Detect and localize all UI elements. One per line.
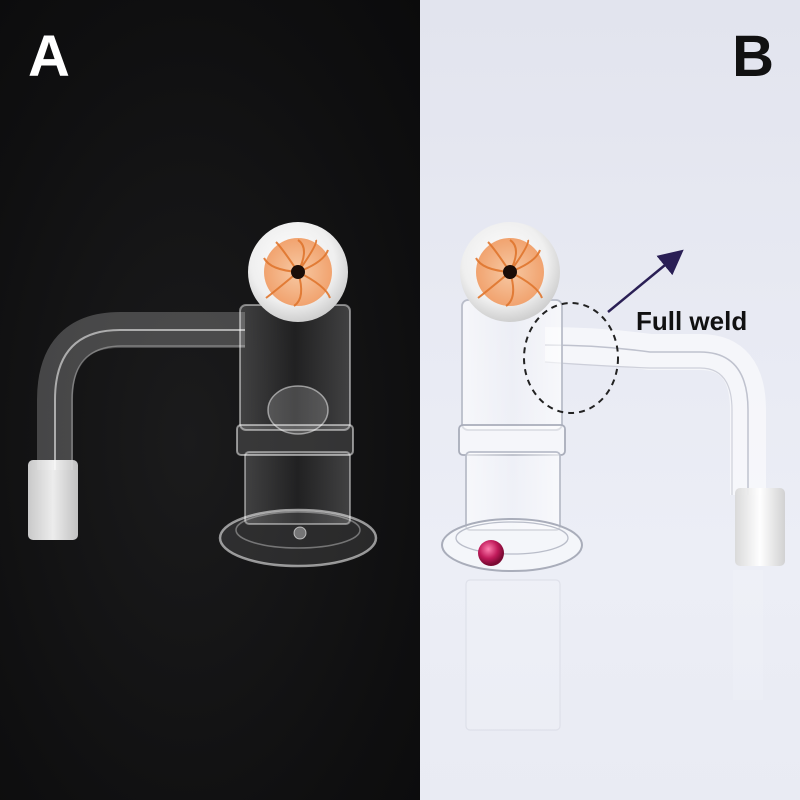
banger-b bbox=[441, 222, 785, 731]
ruby-pearl bbox=[478, 540, 504, 566]
panel-b-label: B bbox=[732, 24, 774, 89]
frosted-joint-a bbox=[28, 460, 78, 540]
marble-cap-a bbox=[248, 222, 348, 322]
frosted-joint-b bbox=[735, 488, 785, 566]
panel-a-label: A bbox=[28, 24, 70, 89]
full-weld-callout: Full weld bbox=[636, 306, 748, 336]
callout-arrow bbox=[607, 249, 684, 313]
marble-cap-b bbox=[460, 222, 560, 322]
weld-highlight-circle bbox=[523, 302, 619, 414]
banger-a bbox=[28, 222, 378, 568]
